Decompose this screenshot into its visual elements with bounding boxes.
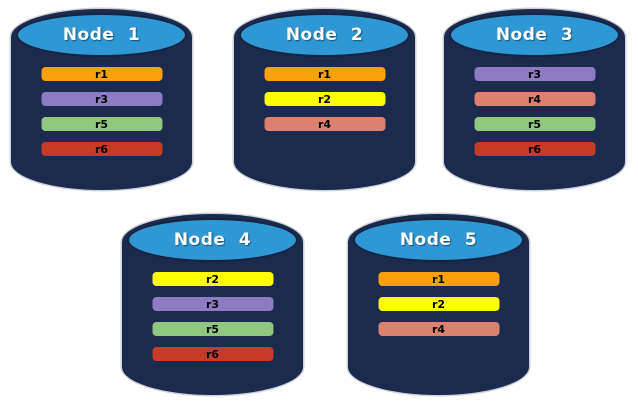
replica-bar-r2: r2 [264,92,385,106]
replica-bar-r6: r6 [474,142,595,156]
replica-list: r1 r2 r4 [378,272,499,336]
replica-bar-r4: r4 [378,322,499,336]
replica-bar-r2: r2 [378,297,499,311]
node-title: Node 5 [399,230,478,250]
node-title: Node 1 [62,25,141,45]
replica-list: r3 r4 r5 r6 [474,67,595,156]
replica-bar-r2: r2 [152,272,273,286]
node-title: Node 4 [173,230,252,250]
replica-bar-r3: r3 [41,92,162,106]
replica-list: r1 r3 r5 r6 [41,67,162,156]
database-node-4: Node 4 r2 r3 r5 r6 [122,214,303,395]
database-node-5: Node 5 r1 r2 r4 [348,214,529,395]
cylinder-top-ellipse: Node 5 [353,218,524,262]
replica-bar-r4: r4 [474,92,595,106]
database-node-2: Node 2 r1 r2 r4 [234,9,415,190]
replica-bar-r3: r3 [474,67,595,81]
replica-bar-r6: r6 [41,142,162,156]
cylinder-top-ellipse: Node 4 [127,218,298,262]
replica-bar-r6: r6 [152,347,273,361]
replica-bar-r1: r1 [41,67,162,81]
replica-bar-r5: r5 [474,117,595,131]
replica-bar-r5: r5 [41,117,162,131]
node-title: Node 2 [285,25,364,45]
replica-list: r1 r2 r4 [264,67,385,131]
replica-bar-r4: r4 [264,117,385,131]
replica-bar-r3: r3 [152,297,273,311]
database-node-3: Node 3 r3 r4 r5 r6 [444,9,625,190]
replica-bar-r5: r5 [152,322,273,336]
replica-bar-r1: r1 [264,67,385,81]
cylinder-top-ellipse: Node 2 [239,13,410,57]
replica-bar-r1: r1 [378,272,499,286]
cylinder-top-ellipse: Node 1 [16,13,187,57]
cylinder-top-ellipse: Node 3 [449,13,620,57]
database-node-1: Node 1 r1 r3 r5 r6 [11,9,192,190]
node-title: Node 3 [495,25,574,45]
replica-list: r2 r3 r5 r6 [152,272,273,361]
